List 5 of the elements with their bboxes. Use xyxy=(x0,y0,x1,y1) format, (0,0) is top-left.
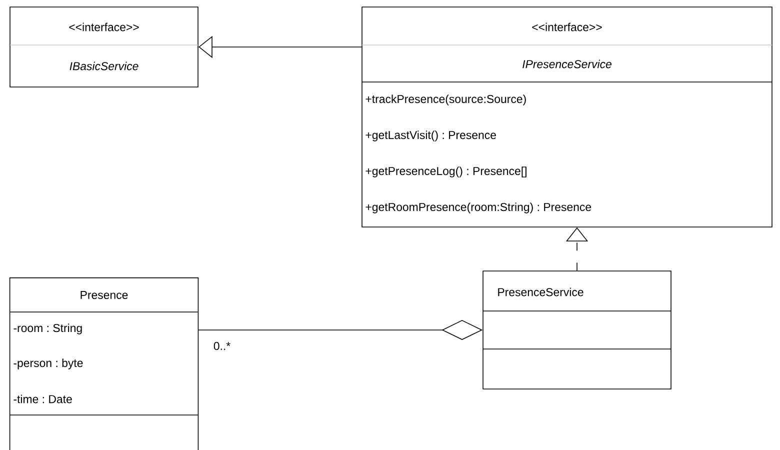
class-box: Presence -room : String -person : byte -time : Date xyxy=(9,277,199,450)
multiplicity-label: 0..* xyxy=(212,340,232,352)
class-box: PresenceService xyxy=(482,270,672,390)
interface-box: <<interface>> IPresenceService +trackPresence(source:Source) +getLastVisit() : Presence +getPresenceLog() : Presence[] +getRoomPresence(room:String) : Presence xyxy=(362,6,772,228)
interface-box: <<interface>> IBasicService xyxy=(10,6,198,88)
